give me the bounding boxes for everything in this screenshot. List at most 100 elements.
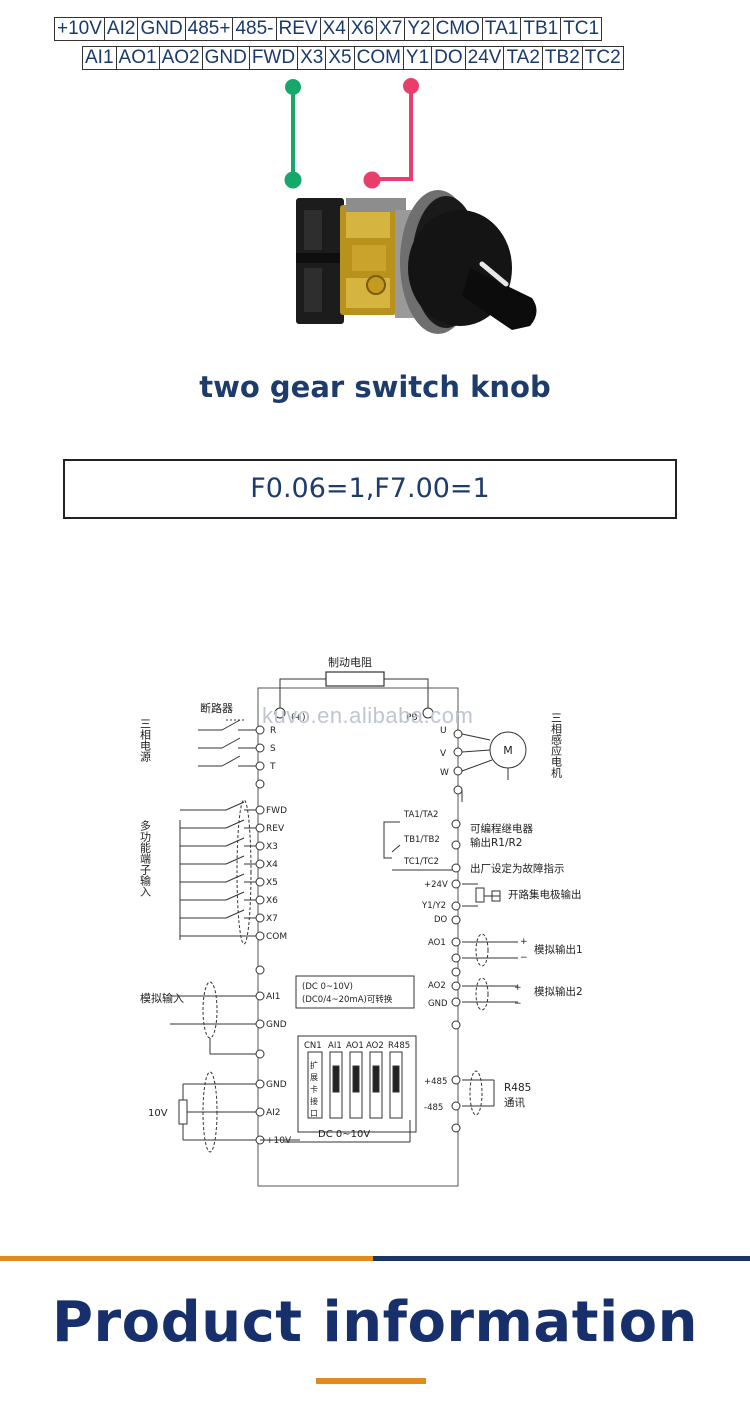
left-terminal: T	[269, 762, 276, 772]
left-terminal: +10V	[266, 1136, 292, 1146]
brake-terminal: (+)	[291, 713, 306, 723]
left-terminal: AI1	[266, 992, 281, 1002]
terminal-label: TC2	[582, 46, 624, 70]
motor-symbol: M	[503, 744, 513, 757]
terminal-label: TB2	[542, 46, 583, 70]
motor-terminal: V	[440, 749, 447, 759]
terminal-row-top: +10V AI2 GND 485+ 485- REV X4 X6 X7 Y2 C…	[54, 17, 603, 41]
dip-label: CN1	[304, 1041, 322, 1051]
note-line-2: (DC0/4~20mA)可转换	[302, 994, 393, 1005]
dip-char: 扩	[310, 1060, 318, 1070]
plus-sign: +	[514, 983, 522, 993]
terminal-com: COM	[354, 46, 404, 70]
wiring-schematic: 制动电阻 (+) PB 断路器 三相电源 R S T 多功能端子输入 FWD R…	[139, 656, 583, 1187]
comm-label: 通讯	[504, 1096, 525, 1109]
terminal-label: AI1	[82, 46, 117, 70]
motor-terminal: W	[440, 768, 449, 778]
relay-label-1: 可编程继电器	[470, 822, 533, 835]
dip-label: R485	[388, 1041, 410, 1051]
right-terminal: TA1/TA2	[403, 810, 438, 820]
breaker-label: 断路器	[200, 701, 233, 715]
right-terminal: +485	[424, 1077, 447, 1087]
watermark: kuvo.en.alibaba.com	[262, 703, 474, 728]
dip-char: 卡	[310, 1084, 318, 1094]
terminal-label: TA1	[482, 17, 522, 41]
open-collector-label: 开路集电极输出	[508, 888, 582, 901]
left-terminal: R	[270, 726, 276, 736]
terminal-label: TC1	[561, 17, 603, 41]
three-phase-motor: 三相感应电机	[550, 712, 563, 778]
dip-label: AI1	[328, 1041, 342, 1051]
fwd-wire	[284, 79, 302, 189]
note-line-1: (DC 0~10V)	[302, 982, 353, 992]
plus-sign: +	[520, 937, 528, 947]
terminal-label: +10V	[54, 17, 105, 41]
minus-sign: −	[520, 953, 528, 963]
right-terminal: TB1/TB2	[403, 835, 440, 845]
terminal-label: GND	[202, 46, 250, 70]
terminal-label: X6	[348, 17, 378, 41]
relay-label-2: 输出R1/R2	[470, 836, 523, 849]
dip-char: 接	[310, 1096, 318, 1106]
right-terminal: TC1/TC2	[403, 857, 439, 867]
terminal-label: DO	[432, 46, 466, 70]
three-phase-source: 三相电源	[139, 718, 152, 763]
dip-char: 展	[310, 1073, 318, 1082]
voltage-label: 10V	[148, 1108, 168, 1119]
left-terminal: COM	[266, 932, 287, 942]
brake-resistor	[325, 671, 385, 687]
r485-label: R485	[504, 1082, 531, 1094]
analog-input-label: 模拟输入	[140, 991, 184, 1005]
terminal-fwd: FWD	[249, 46, 299, 70]
dip-label: AO2	[366, 1041, 384, 1051]
terminal-label: TA2	[504, 46, 543, 70]
left-terminal: AI2	[266, 1108, 281, 1118]
right-terminal: DO	[434, 915, 448, 925]
terminal-label: 485-	[233, 17, 277, 41]
right-terminal: AO2	[428, 981, 446, 991]
switch-caption: two gear switch knob	[199, 370, 551, 404]
terminal-label: AO1	[116, 46, 160, 70]
terminal-row-bottom: AI1 AO1 AO2 GND FWD X3 X5 COM Y1 DO 24V …	[82, 46, 624, 70]
brake-terminal: PB	[406, 713, 418, 723]
left-terminal: X6	[266, 896, 278, 906]
left-terminal: FWD	[266, 806, 287, 816]
terminal-label: GND	[138, 17, 186, 41]
brake-resistor-label: 制动电阻	[328, 656, 372, 669]
minus-sign: −	[514, 999, 522, 1009]
terminal-label: TB1	[521, 17, 562, 41]
switch-wiring-illustration	[284, 78, 537, 334]
terminal-label: X5	[326, 46, 355, 70]
divider-orange	[0, 1256, 373, 1261]
switch-knob-photo	[296, 190, 537, 334]
terminal-label: Y2	[405, 17, 434, 41]
left-terminal: GND	[266, 1080, 287, 1090]
analog-input: 模拟输入	[140, 991, 184, 1005]
divider-navy	[373, 1256, 750, 1261]
terminal-label: X7	[377, 17, 406, 41]
terminal-label: AO2	[159, 46, 203, 70]
fault-label: 出厂设定为故障指示	[470, 862, 565, 875]
motor-terminal: U	[440, 726, 447, 736]
motor-label: 三相感应电机	[550, 712, 563, 778]
analog-output-2: 模拟输出2	[534, 985, 583, 998]
section-title: Product information	[51, 1290, 698, 1355]
dip-label: AO1	[346, 1041, 364, 1051]
dc-range-label: DC 0~10V	[318, 1129, 370, 1140]
terminal-label: 485+	[185, 17, 234, 41]
com-wire	[363, 78, 419, 189]
right-terminal: AO1	[428, 938, 446, 948]
left-terminal: X5	[266, 878, 278, 888]
dip-switch-block	[297, 1035, 417, 1133]
right-terminal: GND	[428, 999, 448, 1009]
multifunction-input: 多功能端子输入	[139, 819, 152, 897]
terminal-label: 24V	[465, 46, 505, 70]
analog-output-1: 模拟输出1	[534, 943, 583, 956]
left-terminal: X3	[266, 842, 278, 852]
terminal-label: REV	[276, 17, 321, 41]
right-terminal: +24V	[424, 880, 448, 890]
dip-char: 口	[310, 1109, 318, 1118]
multifunction-input-label: 多功能端子输入	[139, 819, 152, 897]
parameter-box: F0.06=1,F7.00=1	[63, 459, 677, 519]
terminal-label: AI2	[104, 17, 139, 41]
